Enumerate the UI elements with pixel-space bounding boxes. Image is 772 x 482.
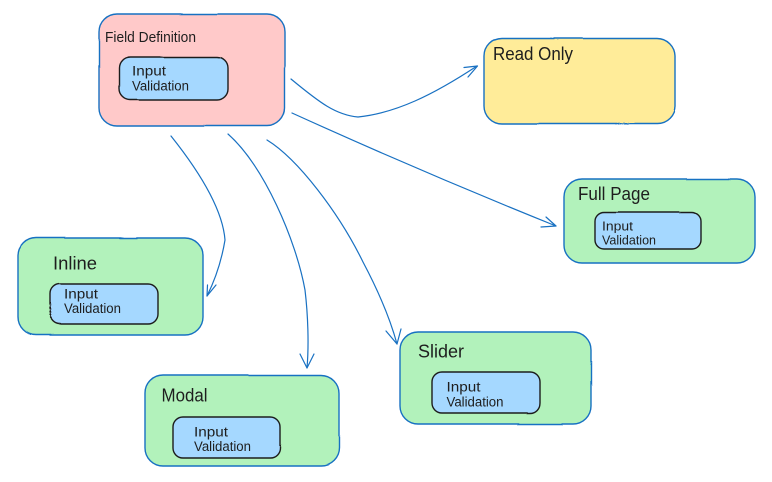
svg-text:Input: Input [602,220,634,234]
svg-text:Slider: Slider [418,342,464,362]
svg-text:Validation: Validation [132,79,189,94]
svg-text:Input: Input [64,287,98,302]
svg-text:Field Definition: Field Definition [105,30,196,46]
svg-text:Full Page: Full Page [578,184,650,204]
svg-text:Modal: Modal [162,386,208,406]
svg-text:Input: Input [132,64,166,79]
svg-text:Input: Input [194,425,228,440]
svg-text:Validation: Validation [64,301,121,316]
svg-text:Inline: Inline [53,254,97,274]
svg-text:Validation: Validation [447,395,504,410]
svg-text:Validation: Validation [602,234,656,248]
svg-text:Read Only: Read Only [493,44,573,64]
svg-text:Validation: Validation [194,439,251,454]
svg-text:Input: Input [447,380,481,395]
